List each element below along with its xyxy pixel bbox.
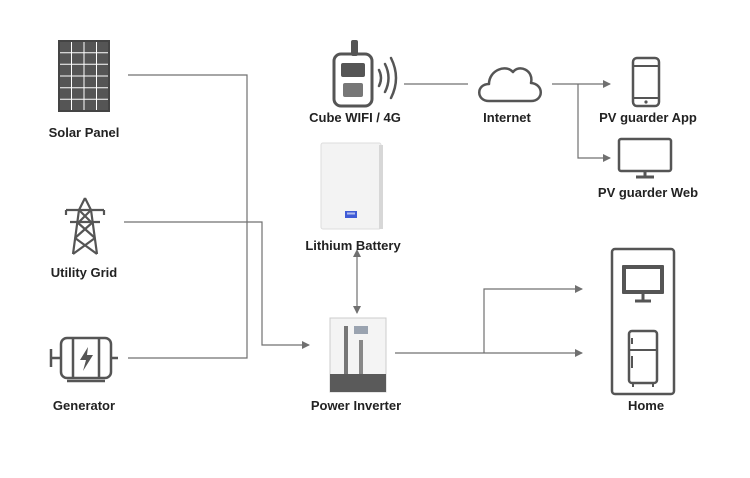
generator-icon — [49, 336, 118, 383]
monitor-icon — [617, 137, 673, 179]
internet-to-web-line — [577, 84, 611, 162]
wifi-router-icon — [332, 40, 398, 108]
home-label: Home — [627, 398, 665, 413]
home-icon — [610, 247, 676, 396]
utility-grid-label: Utility Grid — [50, 265, 118, 280]
inverter-to-home-upper-line — [483, 285, 583, 353]
cube-wifi-label: Cube WIFI / 4G — [309, 110, 401, 125]
pv-guarder-web-label: PV guarder Web — [597, 185, 699, 200]
solar-panel-icon — [58, 40, 110, 112]
lithium-battery-label: Lithium Battery — [305, 238, 401, 253]
transmission-tower-icon — [64, 197, 106, 255]
solar-panel-label: Solar Panel — [48, 125, 120, 140]
generator-label: Generator — [52, 398, 116, 413]
generator-line — [128, 222, 248, 359]
power-inverter-label: Power Inverter — [310, 398, 402, 413]
grid-to-inverter-line — [124, 221, 310, 349]
pv-guarder-app-label: PV guarder App — [599, 110, 697, 125]
inverter-icon — [329, 317, 387, 393]
smartphone-icon — [631, 56, 661, 108]
internet-label: Internet — [483, 110, 531, 125]
solar-to-inverter-line — [128, 74, 248, 222]
battery-icon — [320, 142, 383, 230]
connector-lines — [124, 74, 611, 359]
cloud-icon — [478, 67, 542, 103]
